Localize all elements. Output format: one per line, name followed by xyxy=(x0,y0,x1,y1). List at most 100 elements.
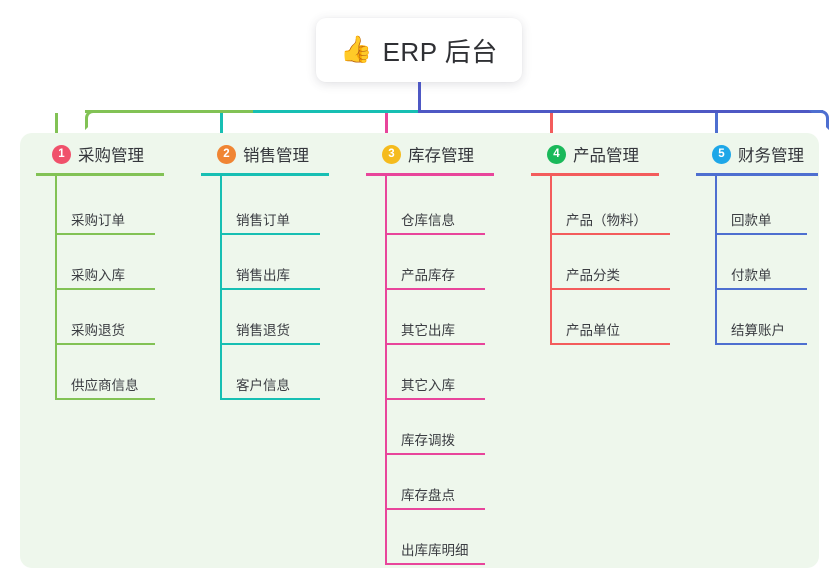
drop-connector-4 xyxy=(550,113,553,145)
leaf-node[interactable]: 库存调拨 xyxy=(385,400,485,455)
branch-badge-4: 4 xyxy=(547,144,566,164)
leaf-node-rule xyxy=(55,233,155,235)
root-node-label: ERP 后台 xyxy=(382,36,498,67)
leaf-node[interactable]: 供应商信息 xyxy=(55,345,155,400)
branch-title-2: 销售管理 xyxy=(243,147,309,165)
leaf-node-label: 销售退货 xyxy=(236,323,290,338)
leaf-node-label: 其它入库 xyxy=(401,378,455,393)
root-stem-connector xyxy=(418,82,421,112)
leaf-node-label: 产品单位 xyxy=(566,323,620,338)
leaf-node-rule xyxy=(55,343,155,345)
leaf-node[interactable]: 仓库信息 xyxy=(385,180,485,235)
leaf-node-rule xyxy=(385,453,485,455)
leaf-node-rule xyxy=(385,563,485,565)
leaf-node-label: 采购订单 xyxy=(71,213,125,228)
branch-badge-2: 2 xyxy=(217,144,236,164)
drop-connector-2 xyxy=(220,113,223,145)
leaf-node[interactable]: 库存盘点 xyxy=(385,455,485,510)
leaf-node[interactable]: 采购入库 xyxy=(55,235,155,290)
leaf-node-rule xyxy=(220,288,320,290)
leaf-node-label: 客户信息 xyxy=(236,378,290,393)
leaf-node[interactable]: 销售出库 xyxy=(220,235,320,290)
branch-spine-5 xyxy=(715,174,717,345)
leaf-node-label: 产品分类 xyxy=(566,268,620,283)
branch-header-4[interactable]: 4 产品管理 xyxy=(547,142,639,166)
branch-header-3[interactable]: 3 库存管理 xyxy=(382,142,474,166)
leaf-node[interactable]: 采购退货 xyxy=(55,290,155,345)
leaf-node-label: 出库库明细 xyxy=(401,543,469,558)
leaf-node-rule xyxy=(550,343,670,345)
leaf-node-rule xyxy=(385,398,485,400)
bus-corner-left xyxy=(85,110,105,130)
branch-spine-3 xyxy=(385,174,387,565)
branch-rule-3 xyxy=(366,173,494,176)
branch-rule-1 xyxy=(36,173,164,176)
branch-spine-4 xyxy=(550,174,552,345)
branch-rule-4 xyxy=(531,173,659,176)
leaf-node[interactable]: 付款单 xyxy=(715,235,807,290)
leaf-node-rule xyxy=(55,398,155,400)
branch-badge-1: 1 xyxy=(52,144,71,164)
leaf-node-label: 销售出库 xyxy=(236,268,290,283)
leaf-node-label: 回款单 xyxy=(731,213,772,228)
leaf-node[interactable]: 采购订单 xyxy=(55,180,155,235)
leaf-node-rule xyxy=(385,508,485,510)
branch-header-1[interactable]: 1 采购管理 xyxy=(52,142,144,166)
leaf-node-rule xyxy=(220,343,320,345)
leaf-node-label: 仓库信息 xyxy=(401,213,455,228)
branch-title-3: 库存管理 xyxy=(408,147,474,165)
leaf-node[interactable]: 产品单位 xyxy=(550,290,670,345)
branches-panel xyxy=(20,133,819,568)
leaf-node-label: 付款单 xyxy=(731,268,772,283)
branch-rule-5 xyxy=(696,173,818,176)
leaf-node-rule xyxy=(715,343,807,345)
leaf-node-rule xyxy=(715,233,807,235)
branch-badge-5: 5 xyxy=(712,144,731,164)
leaf-node-rule xyxy=(550,233,670,235)
leaf-node-rule xyxy=(220,398,320,400)
leaf-node[interactable]: 产品库存 xyxy=(385,235,485,290)
leaf-node-rule xyxy=(385,233,485,235)
leaf-node[interactable]: 出库库明细 xyxy=(385,510,485,565)
leaf-node-label: 销售订单 xyxy=(236,213,290,228)
leaf-node[interactable]: 客户信息 xyxy=(220,345,320,400)
leaf-node-rule xyxy=(385,288,485,290)
leaf-node-rule xyxy=(550,288,670,290)
leaf-node-label: 产品（物料） xyxy=(566,213,647,228)
leaf-node[interactable]: 结算账户 xyxy=(715,290,807,345)
branch-title-4: 产品管理 xyxy=(573,147,639,165)
root-node-erp-backend[interactable]: 👍 ERP 后台 xyxy=(316,18,522,82)
branch-header-5[interactable]: 5 财务管理 xyxy=(712,142,804,166)
drop-connector-3 xyxy=(385,113,388,145)
leaf-node-rule xyxy=(715,288,807,290)
leaf-node-rule xyxy=(55,288,155,290)
leaf-node-label: 库存调拨 xyxy=(401,433,455,448)
leaf-node-rule xyxy=(220,233,320,235)
leaf-node-label: 库存盘点 xyxy=(401,488,455,503)
leaf-node[interactable]: 其它出库 xyxy=(385,290,485,345)
branch-title-1: 采购管理 xyxy=(78,147,144,165)
leaf-node[interactable]: 销售退货 xyxy=(220,290,320,345)
branch-rule-2 xyxy=(201,173,329,176)
leaf-node-label: 产品库存 xyxy=(401,268,455,283)
branch-spine-2 xyxy=(220,174,222,400)
leaf-node-label: 结算账户 xyxy=(731,323,785,338)
branch-badge-3: 3 xyxy=(382,144,401,164)
bus-corner-right xyxy=(809,110,829,130)
leaf-node-label: 供应商信息 xyxy=(71,378,139,393)
leaf-node[interactable]: 产品分类 xyxy=(550,235,670,290)
branch-header-2[interactable]: 2 销售管理 xyxy=(217,142,309,166)
drop-connector-1 xyxy=(55,113,58,145)
branch-title-5: 财务管理 xyxy=(738,147,804,165)
leaf-node[interactable]: 回款单 xyxy=(715,180,807,235)
bus-segment-1 xyxy=(85,110,253,113)
bus-segment-2 xyxy=(253,110,418,113)
branch-spine-1 xyxy=(55,174,57,400)
leaf-node[interactable]: 其它入库 xyxy=(385,345,485,400)
leaf-node[interactable]: 销售订单 xyxy=(220,180,320,235)
drop-connector-5 xyxy=(715,113,718,145)
leaf-node[interactable]: 产品（物料） xyxy=(550,180,670,235)
leaf-node-label: 采购退货 xyxy=(71,323,125,338)
leaf-node-label: 采购入库 xyxy=(71,268,125,283)
